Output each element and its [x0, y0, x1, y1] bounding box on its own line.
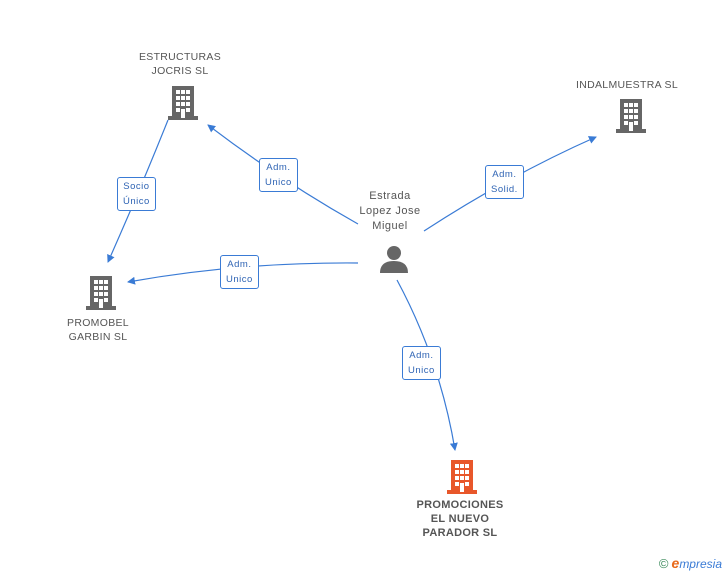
edge-label-line: Unico	[265, 177, 292, 188]
company-name-line: PROMOBEL	[67, 317, 129, 329]
person-icon[interactable]	[379, 244, 409, 274]
company-name-line: EL NUEVO	[430, 513, 490, 525]
person-name-line: Miguel	[372, 220, 408, 232]
copyright-symbol: ©	[658, 556, 669, 571]
brand-logo-text: mpresia	[679, 557, 722, 571]
company-name-line: PARADOR SL	[422, 527, 498, 539]
edge-label-line: Socio	[123, 181, 150, 192]
person-name-line: Estrada	[369, 190, 411, 202]
edge-label-line: Solid.	[491, 184, 518, 195]
building-icon-estructuras[interactable]	[168, 84, 198, 120]
edge-label-adm-unico-promobel[interactable]: Adm. Unico	[220, 255, 259, 289]
edge-label-adm-unico-estructuras[interactable]: Adm. Unico	[259, 158, 298, 192]
person-label[interactable]: Estrada Lopez Jose Miguel	[350, 189, 430, 234]
company-label-estructuras[interactable]: ESTRUCTURAS JOCRIS SL	[128, 50, 232, 78]
brand-logo-e: e	[671, 555, 680, 571]
edge-label-line: Adm.	[227, 259, 252, 270]
company-name-line: PROMOCIONES	[416, 499, 504, 511]
company-label-promociones[interactable]: PROMOCIONES EL NUEVO PARADOR SL	[400, 498, 520, 540]
company-name-line: ESTRUCTURAS	[138, 51, 222, 63]
building-icon-promobel[interactable]	[86, 274, 116, 310]
person-name-line: Lopez Jose	[359, 205, 421, 217]
company-name-line: INDALMUESTRA SL	[576, 79, 678, 91]
edge-label-line: Adm.	[266, 162, 291, 173]
edge-label-line: Unico	[408, 365, 435, 376]
edge-label-line: Adm.	[492, 169, 517, 180]
edge-label-line: Unico	[226, 274, 253, 285]
edge-label-socio-unico[interactable]: Socio Único	[117, 177, 156, 211]
edge-label-adm-unico-promociones[interactable]: Adm. Unico	[402, 346, 441, 380]
edge-label-line: Adm.	[409, 350, 434, 361]
company-name-line: GARBIN SL	[68, 331, 128, 343]
edge-label-adm-solid[interactable]: Adm. Solid.	[485, 165, 524, 199]
company-label-promobel[interactable]: PROMOBEL GARBIN SL	[50, 316, 146, 344]
building-icon-promociones[interactable]	[447, 458, 477, 494]
brand-logo: ©empresia	[659, 555, 722, 571]
company-label-indalmuestra[interactable]: INDALMUESTRA SL	[568, 78, 686, 92]
edge-label-line: Único	[123, 196, 150, 207]
building-icon-indalmuestra[interactable]	[616, 97, 646, 133]
company-name-line: JOCRIS SL	[151, 65, 209, 77]
